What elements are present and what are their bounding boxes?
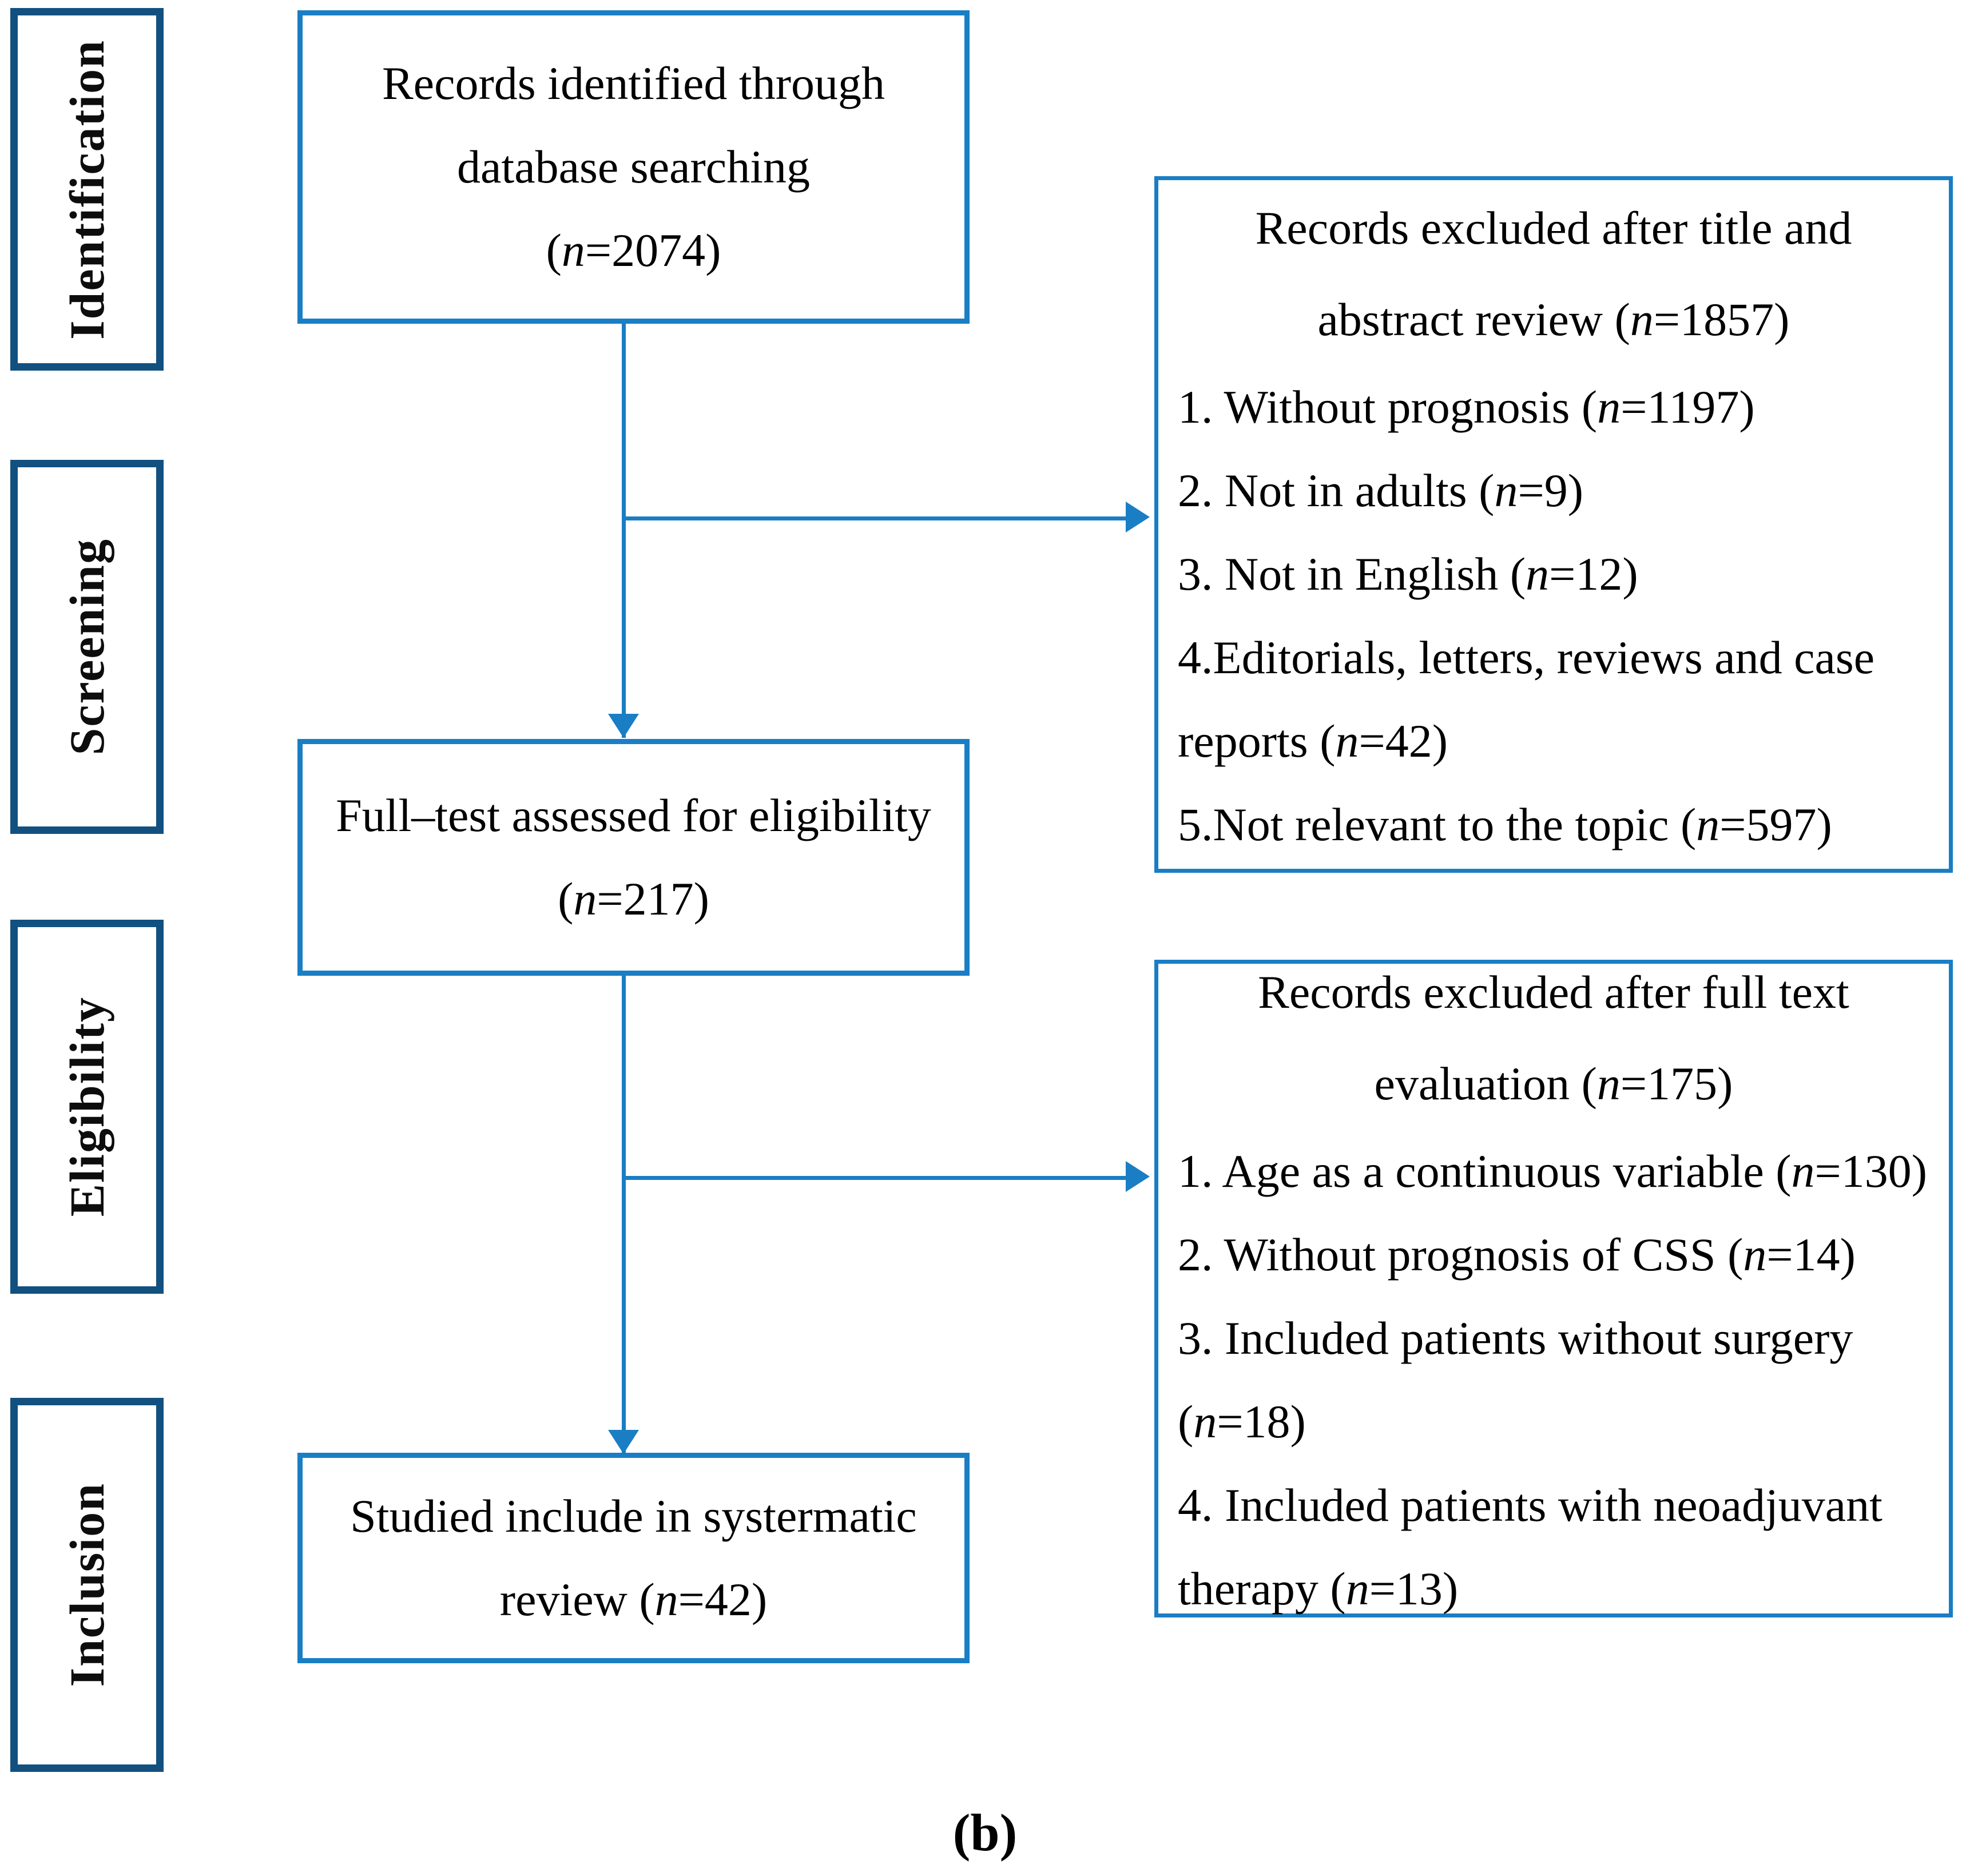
n-italic: n bbox=[1526, 547, 1550, 600]
item-prefix: 3. Included patients without surgery bbox=[1178, 1311, 1853, 1364]
header-suffix: =175) bbox=[1620, 1058, 1733, 1110]
item-prefix: 2. Not in adults ( bbox=[1178, 464, 1495, 516]
excluded-reason-item: 5.Not relevant to the topic (n=597) bbox=[1178, 783, 1929, 867]
item-suffix: =597) bbox=[1719, 798, 1832, 850]
paren-open: ( bbox=[546, 224, 562, 276]
excluded-reason-item-cont: therapy (n=13) bbox=[1178, 1547, 1929, 1631]
item-suffix: =13) bbox=[1369, 1562, 1459, 1615]
n-italic: n bbox=[1743, 1228, 1767, 1281]
item-suffix: =18) bbox=[1217, 1395, 1306, 1448]
n-italic: n bbox=[1193, 1395, 1217, 1448]
box-studies-included: Studied include in systermatic review (n… bbox=[297, 1453, 970, 1663]
n-italic: n bbox=[1630, 293, 1654, 346]
item-prefix: 5.Not relevant to the topic ( bbox=[1178, 798, 1697, 850]
fulltext-assessed-count: (n=217) bbox=[303, 857, 964, 941]
connector-to-excluded-full-text bbox=[622, 1176, 1128, 1180]
n-italic: n bbox=[1335, 714, 1359, 767]
box-excluded-title-abstract: Records excluded after title and abstrac… bbox=[1154, 176, 1953, 873]
studies-included-line-1: Studied include in systermatic bbox=[350, 1490, 917, 1543]
excluded-reason-item: 2. Not in adults (n=9) bbox=[1178, 449, 1929, 532]
header-prefix: abstract review ( bbox=[1317, 293, 1630, 346]
review-prefix: review ( bbox=[499, 1573, 655, 1625]
item-suffix: =130) bbox=[1814, 1145, 1928, 1198]
count-value: =2074) bbox=[585, 224, 721, 276]
excluded-title-abstract-header-1: Records excluded after title and bbox=[1255, 202, 1852, 255]
item-prefix: 3. Not in English ( bbox=[1178, 547, 1526, 600]
paren-open: ( bbox=[558, 873, 574, 925]
n-italic: n bbox=[1696, 798, 1720, 850]
n-italic: n bbox=[1597, 381, 1621, 434]
connector-fulltext-to-included bbox=[622, 972, 626, 1453]
excluded-reason-item: 2. Without prognosis of CSS (n=14) bbox=[1178, 1213, 1929, 1297]
arrow-to-excluded-title-abstract bbox=[1126, 502, 1150, 532]
records-identified-line-1: Records identified through bbox=[382, 57, 885, 110]
stage-label-eligibility-text: Eligibility bbox=[59, 996, 114, 1217]
figure-caption: (b) bbox=[952, 1803, 1018, 1862]
n-italic: n bbox=[654, 1573, 678, 1625]
stage-label-identification-text: Identification bbox=[59, 39, 114, 340]
item-prefix: 4.Editorials, letters, reviews and case bbox=[1178, 631, 1875, 683]
stage-label-identification: Identification bbox=[10, 8, 164, 371]
header-suffix: =1857) bbox=[1653, 293, 1790, 346]
count-value: =42) bbox=[678, 1573, 768, 1625]
item-prefix: reports ( bbox=[1178, 714, 1336, 767]
item-prefix: therapy ( bbox=[1178, 1562, 1346, 1615]
records-identified-line-2: database searching bbox=[457, 141, 810, 193]
n-italic: n bbox=[1494, 464, 1518, 516]
arrow-identified-to-fulltext bbox=[608, 714, 639, 738]
n-italic: n bbox=[1596, 1058, 1621, 1110]
studies-included-count: review (n=42) bbox=[303, 1558, 964, 1641]
connector-identified-to-fulltext bbox=[622, 320, 626, 738]
excluded-full-text-header-2: evaluation (n=175) bbox=[1178, 1038, 1929, 1130]
excluded-reason-item-cont: (n=18) bbox=[1178, 1380, 1929, 1464]
stage-label-inclusion: Inclusion bbox=[10, 1398, 164, 1772]
fulltext-assessed-line-1: Full–test assessed for eligibility bbox=[336, 789, 931, 842]
excluded-title-abstract-header-2: abstract review (n=1857) bbox=[1178, 274, 1929, 365]
item-suffix: =1197) bbox=[1621, 381, 1755, 434]
item-suffix: =12) bbox=[1549, 547, 1638, 600]
item-prefix: ( bbox=[1178, 1395, 1194, 1448]
box-excluded-full-text: Records excluded after full text evaluat… bbox=[1154, 960, 1953, 1617]
excluded-full-text-header-1: Records excluded after full text bbox=[1258, 966, 1849, 1019]
stage-label-screening-text: Screening bbox=[59, 538, 114, 756]
count-value: =217) bbox=[597, 873, 709, 925]
excluded-reason-item: 3. Included patients without surgery bbox=[1178, 1297, 1929, 1380]
n-italic: n bbox=[573, 873, 597, 925]
connector-to-excluded-title-abstract bbox=[622, 516, 1128, 520]
n-italic: n bbox=[561, 224, 585, 276]
excluded-reason-item-cont: reports (n=42) bbox=[1178, 699, 1929, 783]
header-prefix: evaluation ( bbox=[1374, 1058, 1597, 1110]
item-suffix: =14) bbox=[1766, 1228, 1856, 1281]
n-italic: n bbox=[1791, 1145, 1815, 1198]
excluded-reason-item: 1. Age as a continuous variable (n=130) bbox=[1178, 1130, 1929, 1213]
stage-label-screening: Screening bbox=[10, 460, 164, 834]
arrow-fulltext-to-included bbox=[608, 1430, 639, 1454]
stage-label-inclusion-text: Inclusion bbox=[59, 1482, 114, 1687]
excluded-reason-item: 4. Included patients with neoadjuvant bbox=[1178, 1464, 1929, 1547]
records-identified-count: (n=2074) bbox=[303, 209, 964, 292]
item-prefix: 1. Without prognosis ( bbox=[1178, 381, 1598, 434]
stage-label-eligibility: Eligibility bbox=[10, 920, 164, 1294]
arrow-to-excluded-full-text bbox=[1126, 1161, 1150, 1192]
item-prefix: 4. Included patients with neoadjuvant bbox=[1178, 1478, 1882, 1531]
excluded-reason-item: 3. Not in English (n=12) bbox=[1178, 532, 1929, 616]
box-fulltext-assessed: Full–test assessed for eligibility (n=21… bbox=[297, 739, 970, 976]
n-italic: n bbox=[1345, 1562, 1369, 1615]
item-prefix: 1. Age as a continuous variable ( bbox=[1178, 1145, 1792, 1198]
item-suffix: =42) bbox=[1359, 714, 1448, 767]
item-prefix: 2. Without prognosis of CSS ( bbox=[1178, 1228, 1743, 1281]
box-records-identified: Records identified through database sear… bbox=[297, 10, 970, 324]
excluded-reason-item: 1. Without prognosis (n=1197) bbox=[1178, 365, 1929, 449]
excluded-reason-item: 4.Editorials, letters, reviews and case bbox=[1178, 616, 1929, 699]
item-suffix: =9) bbox=[1518, 464, 1584, 516]
